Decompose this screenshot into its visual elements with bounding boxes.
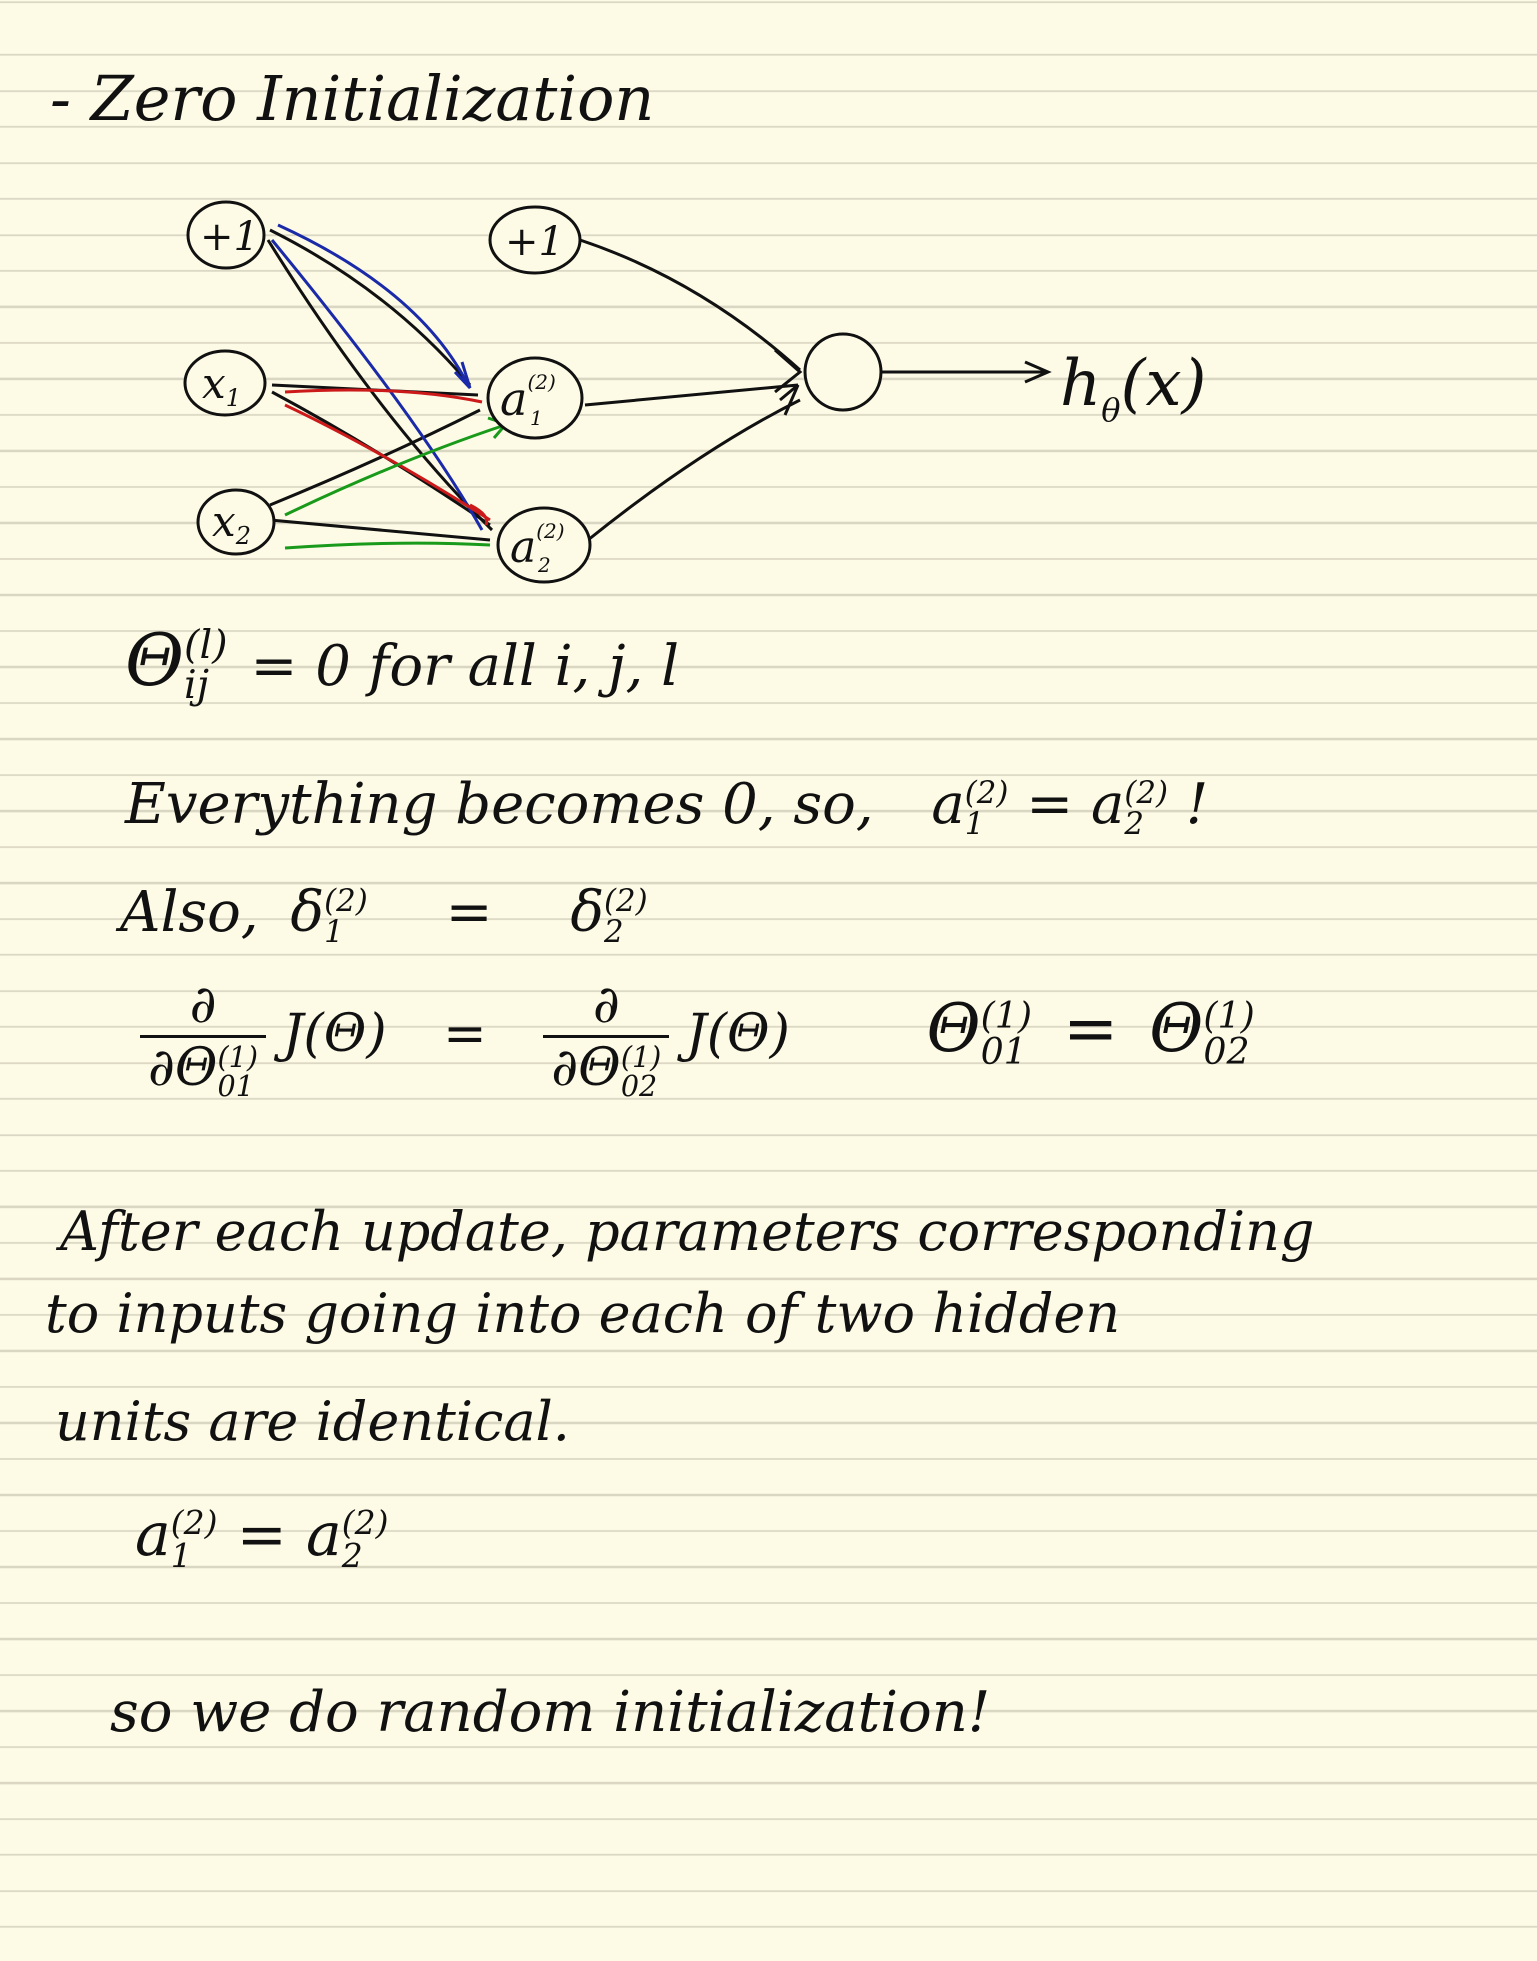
a2-sup: (2) bbox=[1124, 774, 1168, 811]
equation-a1-equals-a2: a(2)1 = a(2)2 bbox=[135, 1500, 389, 1572]
line-everything: Everything becomes 0, so, a(2)1 = a(2)2 … bbox=[125, 772, 1208, 839]
partial-den-left: ∂Θ bbox=[148, 1038, 218, 1098]
edge-x2-to-a1 bbox=[269, 408, 481, 507]
node-x2 bbox=[196, 488, 276, 556]
final-equals: = bbox=[236, 1500, 287, 1570]
partial-num-right: ∂ bbox=[543, 975, 670, 1038]
everything-text: Everything becomes 0, so, bbox=[125, 772, 874, 837]
theta02-sup: (1) bbox=[1203, 993, 1255, 1037]
label-x2: x2 bbox=[212, 497, 251, 550]
final-a2-sub: 2 bbox=[341, 1536, 363, 1576]
green-connections bbox=[284, 416, 509, 550]
equals: = bbox=[445, 880, 493, 945]
delta1-symbol: δ bbox=[290, 880, 325, 945]
label-a2-sub: 2 bbox=[537, 553, 551, 577]
final-a2-sup: (2) bbox=[341, 1503, 389, 1543]
a2-sub: 2 bbox=[1124, 805, 1144, 842]
paragraph-line-3: units are identical. bbox=[55, 1390, 570, 1453]
final-a1-symbol: a bbox=[135, 1500, 171, 1570]
final-a1-sub: 1 bbox=[170, 1536, 192, 1576]
paragraph-line-1: After each update, parameters correspond… bbox=[60, 1200, 1315, 1263]
node-a2 bbox=[496, 506, 592, 584]
edge-a2-to-out bbox=[587, 398, 801, 542]
line-partial-derivatives: ∂ ∂Θ(1)01 J(Θ) = ∂ ∂Θ(1)02 J(Θ) Θ(1)01 =… bbox=[140, 975, 1255, 1100]
edge-x2-to-a2 bbox=[269, 518, 491, 542]
node-hidden-bias bbox=[488, 205, 582, 275]
label-a2: a(2) bbox=[510, 519, 565, 573]
paragraph-line-2: to inputs going into each of two hidden bbox=[45, 1282, 1121, 1345]
red-connections bbox=[284, 388, 491, 526]
line-also: Also, δ(2)1 = δ(2)2 bbox=[120, 880, 648, 947]
edge-bias-to-a1 bbox=[269, 228, 472, 386]
label-a1-sub: 1 bbox=[530, 406, 543, 430]
fraction-left: ∂ ∂Θ(1)01 bbox=[140, 975, 267, 1103]
node-x1 bbox=[183, 349, 267, 417]
equals: = bbox=[1026, 772, 1074, 837]
final-a2-symbol: a bbox=[305, 1500, 342, 1570]
label-a1: a(2) bbox=[500, 370, 556, 426]
conclusion-text: so we do random initialization! bbox=[110, 1680, 991, 1745]
theta01-sub: 01 bbox=[980, 1030, 1027, 1074]
j-theta-left: J(Θ) bbox=[282, 1004, 387, 1065]
delta2-sub: 2 bbox=[604, 913, 624, 950]
equation-theta-zero: Θ(l)ij = 0 for all i, j, l bbox=[125, 618, 679, 706]
den2-sub: 02 bbox=[620, 1068, 658, 1103]
node-a1 bbox=[486, 356, 584, 440]
partial-num-left: ∂ bbox=[140, 975, 267, 1038]
blue-connections bbox=[270, 223, 484, 531]
delta1-sub: 1 bbox=[324, 913, 344, 950]
delta1-sup: (2) bbox=[324, 882, 368, 919]
a1-sub: 1 bbox=[964, 805, 985, 842]
fraction-right: ∂ ∂Θ(1)02 bbox=[543, 975, 670, 1103]
also-text: Also, bbox=[120, 880, 259, 945]
den1-sub: 01 bbox=[217, 1068, 254, 1103]
edge-a1-to-out bbox=[584, 383, 799, 407]
a2-symbol: a bbox=[1090, 772, 1125, 837]
theta01-sup: (1) bbox=[980, 993, 1032, 1037]
theta-sub: ij bbox=[184, 662, 209, 708]
arrowhead-out2 bbox=[779, 383, 800, 416]
edge-hbias-to-out bbox=[579, 238, 802, 372]
den2-sup: (1) bbox=[620, 1039, 662, 1074]
a1-symbol: a bbox=[931, 772, 965, 837]
edge-bias-to-a2 bbox=[266, 239, 494, 532]
j-theta-right: J(Θ) bbox=[685, 1004, 790, 1065]
label-hidden-bias: +1 bbox=[505, 219, 564, 265]
theta01-symbol: Θ bbox=[926, 990, 981, 1068]
equation-rest: = 0 for all i, j, l bbox=[250, 634, 680, 699]
arrowhead-h bbox=[1024, 360, 1052, 384]
node-output bbox=[803, 332, 883, 412]
page-title: - Zero Initialization bbox=[50, 62, 655, 135]
theta02-symbol: Θ bbox=[1149, 990, 1204, 1068]
arrowhead-out bbox=[774, 348, 803, 394]
theta-sup: (l) bbox=[184, 622, 228, 669]
equals-2: = bbox=[1062, 990, 1119, 1068]
neural-network-diagram: +1 +1 x1 x2 a(2) 1 a(2) 2 hθ(x) bbox=[183, 200, 1207, 584]
equals: = bbox=[443, 1004, 487, 1065]
delta2-symbol: δ bbox=[570, 880, 605, 945]
label-x1: x1 bbox=[202, 359, 241, 412]
a1-sup: (2) bbox=[964, 774, 1009, 811]
label-input-bias: +1 bbox=[200, 214, 259, 260]
exclamation: ! bbox=[1185, 772, 1209, 837]
node-input-bias bbox=[186, 200, 266, 270]
final-a1-sup: (2) bbox=[170, 1503, 218, 1543]
partial-den-right: ∂Θ bbox=[551, 1038, 621, 1098]
label-output: hθ(x) bbox=[1060, 347, 1207, 429]
theta-symbol: Θ bbox=[125, 618, 185, 702]
theta02-sub: 02 bbox=[1203, 1030, 1250, 1074]
delta2-sup: (2) bbox=[604, 882, 648, 919]
den1-sup: (1) bbox=[217, 1039, 259, 1074]
